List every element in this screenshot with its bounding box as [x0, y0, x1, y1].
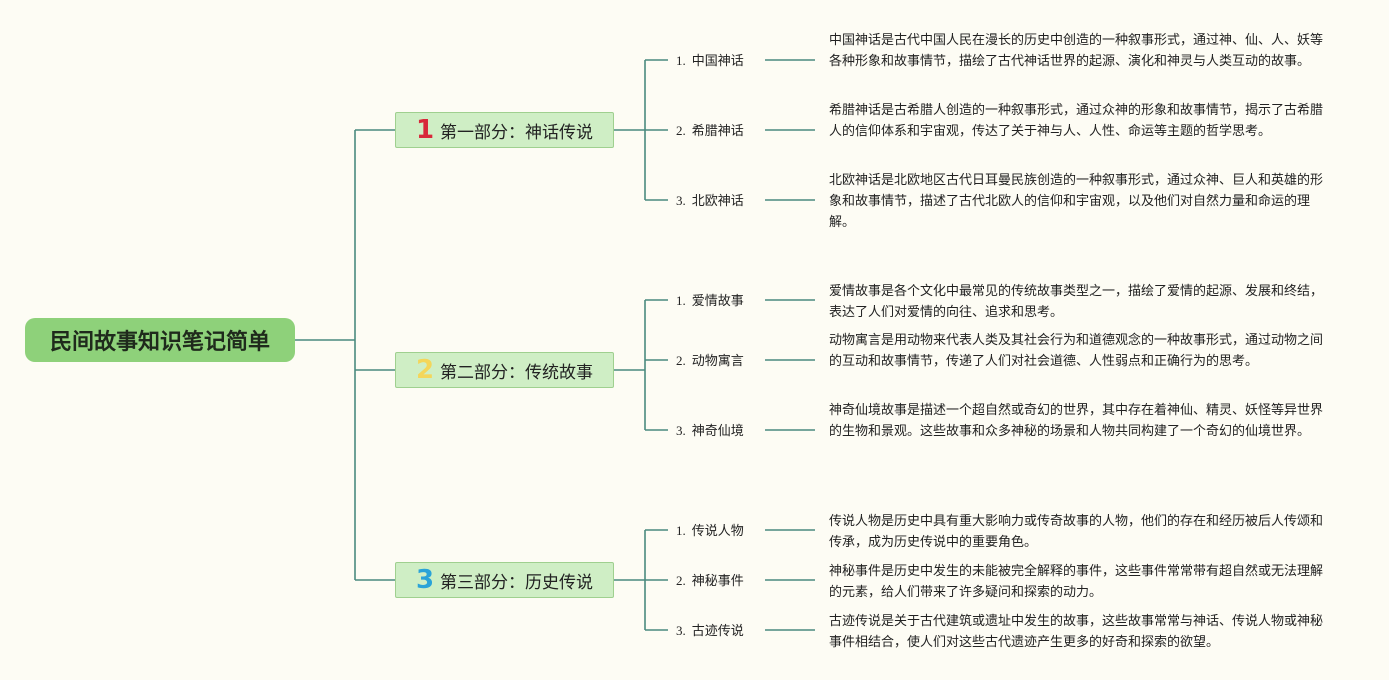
part-2-subtopic-2[interactable]: 2.动物寓言 — [676, 353, 744, 368]
part-3-desc-2: 神秘事件是历史中发生的未能被完全解释的事件，这些事件常常带有超自然或无法理解的元… — [829, 564, 1324, 600]
part-3-subtopic-2[interactable]: 2.神秘事件 — [676, 573, 744, 588]
part-3-title: 第三部分：历史传说 — [440, 572, 594, 593]
part-3-subtopic-3[interactable]: 3.古迹传说 — [676, 623, 744, 638]
part-2-topic[interactable]: 2 第二部分：传统故事 — [395, 352, 614, 388]
root-topic[interactable]: 民间故事知识笔记简单 — [25, 318, 295, 362]
part-1-title: 第一部分：神话传说 — [440, 122, 594, 143]
part-1-subtopic-1[interactable]: 1.中国神话 — [676, 53, 744, 68]
part-1-topic[interactable]: 1 第一部分：神话传说 — [395, 112, 614, 148]
number-2-icon: 2 — [415, 355, 435, 385]
part-2-subtopic-1[interactable]: 1.爱情故事 — [676, 293, 744, 308]
part-1-subtopic-3[interactable]: 3.北欧神话 — [676, 193, 744, 208]
part-2-desc-3: 神奇仙境故事是描述一个超自然或奇幻的世界，其中存在着神仙、精灵、妖怪等异世界的生… — [829, 403, 1324, 439]
part-2-desc-1: 爱情故事是各个文化中最常见的传统故事类型之一，描绘了爱情的起源、发展和终结，表达… — [829, 284, 1324, 320]
root-title: 民间故事知识笔记简单 — [49, 330, 270, 355]
part-3-desc-3: 古迹传说是关于古代建筑或遗址中发生的故事，这些故事常常与神话、传说人物或神秘事件… — [829, 614, 1324, 650]
number-1-icon: 1 — [415, 115, 435, 145]
part-1-desc-1: 中国神话是古代中国人民在漫长的历史中创造的一种叙事形式，通过神、仙、人、妖等各种… — [829, 33, 1324, 69]
part-3-topic[interactable]: 3 第三部分：历史传说 — [395, 562, 614, 598]
part-1-subtopic-2[interactable]: 2.希腊神话 — [676, 123, 744, 138]
part-2-desc-2: 动物寓言是用动物来代表人类及其社会行为和道德观念的一种故事形式，通过动物之间的互… — [829, 333, 1324, 369]
part-2-title: 第二部分：传统故事 — [440, 362, 594, 383]
number-3-icon: 3 — [415, 565, 435, 595]
part-1-desc-3: 北欧神话是北欧地区古代日耳曼民族创造的一种叙事形式，通过众神、巨人和英雄的形象和… — [829, 173, 1324, 230]
part-2-subtopic-3[interactable]: 3.神奇仙境 — [676, 423, 744, 438]
part-1-desc-2: 希腊神话是古希腊人创造的一种叙事形式，通过众神的形象和故事情节，揭示了古希腊人的… — [829, 103, 1324, 139]
part-3-desc-1: 传说人物是历史中具有重大影响力或传奇故事的人物，他们的存在和经历被后人传颂和传承… — [829, 514, 1324, 550]
part-3-subtopic-1[interactable]: 1.传说人物 — [676, 523, 744, 538]
